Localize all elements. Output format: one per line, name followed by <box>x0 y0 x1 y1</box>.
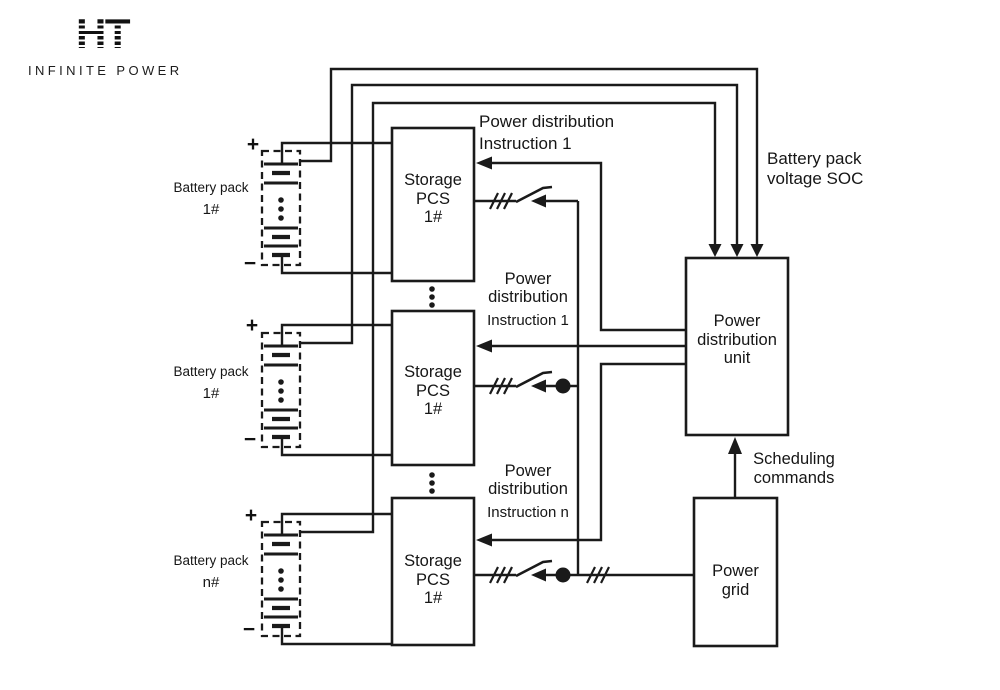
battery-pack-3-number: n# <box>202 574 220 591</box>
brand-logo-monogram: HT <box>74 10 131 57</box>
instruction-bottom-line2: distribution <box>488 480 568 498</box>
pdu-line1: Power <box>713 312 761 330</box>
battery-1-minus-terminal: − <box>243 252 257 275</box>
storage-pcs-2-box <box>390 309 476 467</box>
storage-pcs-3-line3: 1# <box>423 589 443 607</box>
power-distribution-unit-box <box>684 256 790 437</box>
instruction-mid-annotation: Power distribution Instruction 1 <box>475 270 581 330</box>
soc-sense-line-2 <box>300 83 744 345</box>
battery-pack-1-number: 1# <box>202 201 220 218</box>
battery-soc-line1: Battery pack <box>767 149 862 168</box>
scheduling-line2: commands <box>753 468 835 487</box>
power-grid-line1: Power <box>712 562 759 580</box>
brand-logo-tagline: INFINITE POWER <box>28 63 183 78</box>
battery-soc-annotation: Battery pack voltage SOC <box>767 149 863 188</box>
storage-pcs-1-label: Storage PCS 1# <box>392 171 474 227</box>
battery-pack-3-symbol <box>262 514 392 644</box>
battery-3-minus-terminal: − <box>242 618 256 641</box>
pdu-line3: unit <box>723 349 751 367</box>
battery-soc-line2: voltage SOC <box>767 168 864 188</box>
power-grid-line2: grid <box>721 581 750 599</box>
scheduling-commands-arrow <box>728 437 742 498</box>
instruction-bottom-annotation: Power distribution Instruction n <box>475 462 581 522</box>
storage-pcs-1-line2: PCS <box>416 189 450 208</box>
pdu-line2: distribution <box>697 330 777 349</box>
instruction-mid-line2: distribution <box>488 288 568 306</box>
power-distribution-unit-label: Power distribution unit <box>686 312 788 368</box>
instruction-top-annotation: Power distribution Instruction 1 <box>479 111 614 154</box>
storage-pcs-3-line2: PCS <box>416 570 450 589</box>
battery-pack-1-label: Battery pack <box>173 180 249 195</box>
breaker-switch-1 <box>474 185 578 210</box>
storage-pcs-1-line3: 1# <box>423 208 443 226</box>
instruction-n-arrow <box>476 362 686 547</box>
breaker-switch-3 <box>474 559 578 584</box>
battery-3-plus-terminal: + <box>244 504 258 527</box>
soc-sense-line-3 <box>300 101 722 534</box>
pcs-ellipsis-dots-2 <box>429 472 435 494</box>
storage-pcs-3-label: Storage PCS 1# <box>392 552 474 608</box>
battery-2-plus-terminal: + <box>245 314 259 337</box>
instruction-2-arrow <box>476 339 686 353</box>
storage-pcs-1-line1: Storage <box>404 171 462 189</box>
instruction-mid-line3: Instruction 1 <box>487 312 569 329</box>
instruction-mid-line1: Power <box>504 270 552 288</box>
storage-pcs-1-box <box>390 126 476 283</box>
storage-pcs-3-line1: Storage <box>404 552 462 570</box>
instruction-bottom-line1: Power <box>504 462 552 480</box>
storage-pcs-2-label: Storage PCS 1# <box>392 363 474 419</box>
power-grid-box <box>692 496 779 648</box>
breaker-switch-2 <box>474 370 578 395</box>
battery-pack-2-number: 1# <box>202 385 220 402</box>
battery-pack-2-label: Battery pack <box>173 364 249 379</box>
grid-feed-line <box>578 566 694 584</box>
storage-pcs-2-line2: PCS <box>416 381 450 400</box>
battery-2-minus-terminal: − <box>243 428 257 451</box>
storage-pcs-3-box <box>390 496 476 647</box>
scheduling-commands-annotation: Scheduling commands <box>744 450 844 487</box>
instruction-1-arrow <box>476 156 686 332</box>
instruction-top-line1: Power distribution <box>479 112 615 131</box>
instruction-top-line2: Instruction 1 <box>479 133 572 153</box>
battery-1-plus-terminal: + <box>246 133 260 156</box>
instruction-bottom-line3: Instruction n <box>487 504 569 521</box>
soc-sense-line-1 <box>300 67 764 257</box>
power-grid-label: Power grid <box>694 562 777 600</box>
storage-pcs-2-line1: Storage <box>404 363 462 381</box>
storage-pcs-2-line3: 1# <box>423 400 443 418</box>
scheduling-line1: Scheduling <box>753 450 835 468</box>
pcs-ellipsis-dots-1 <box>429 286 435 308</box>
battery-pack-3-label: Battery pack <box>173 553 249 568</box>
